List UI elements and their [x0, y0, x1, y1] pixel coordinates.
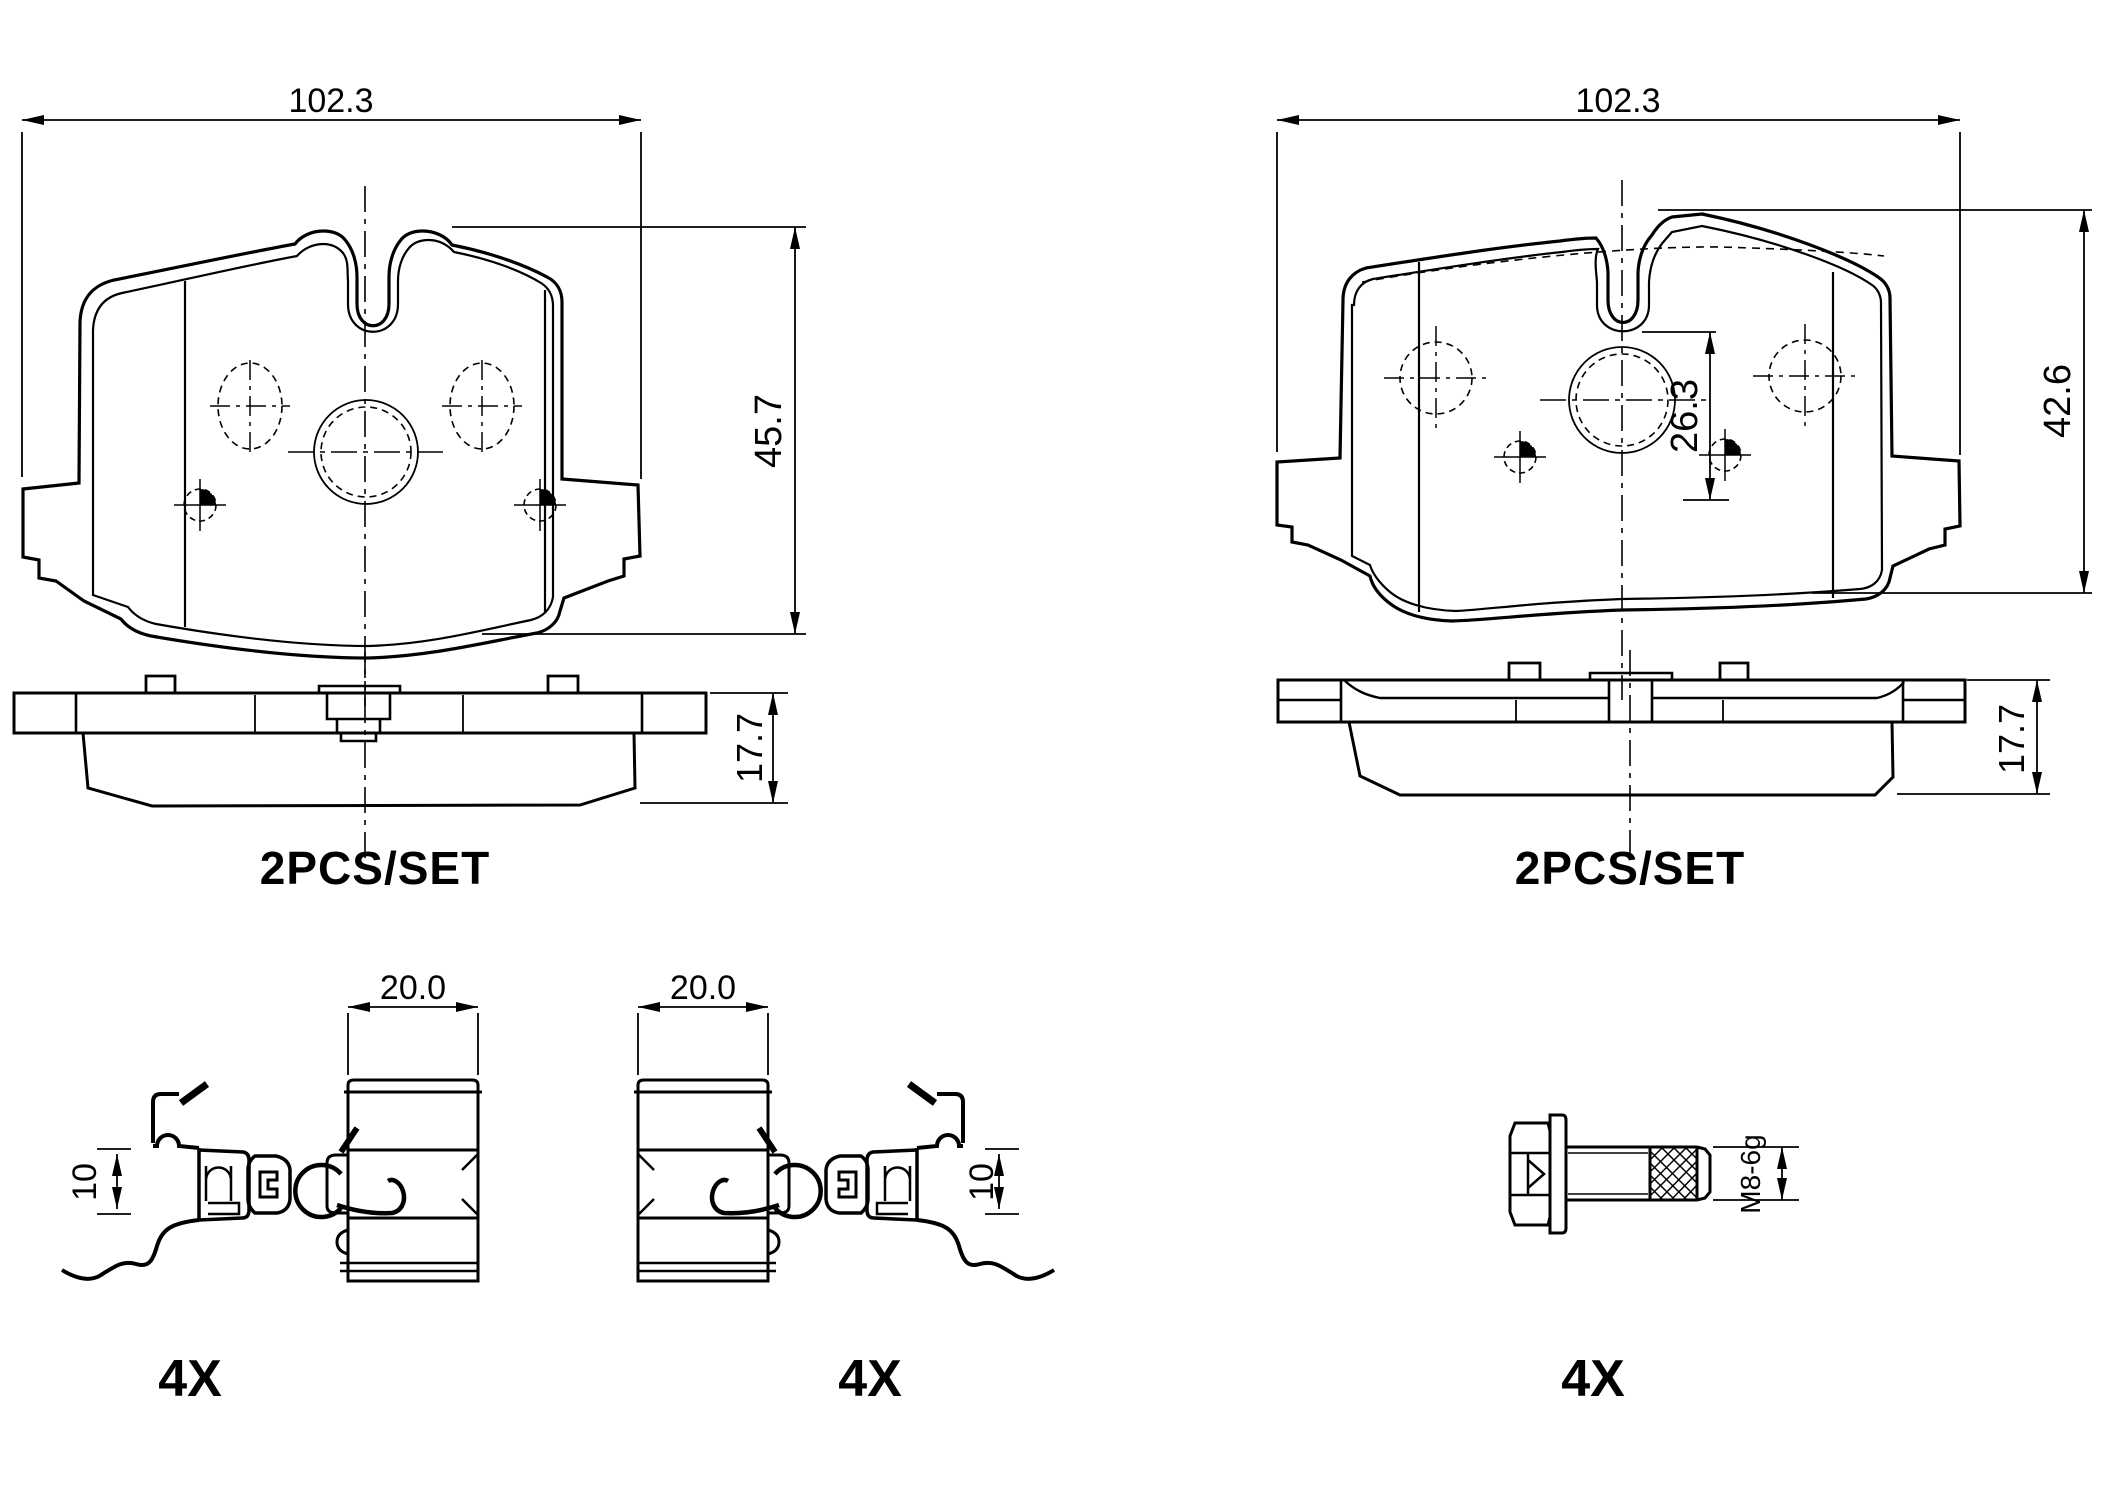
- clip-b-height-value: 10: [963, 1163, 1001, 1201]
- clip-a-width-value: 20.0: [380, 969, 446, 1007]
- plate-tabs: [144, 674, 580, 693]
- sensor-mount-right: [1588, 671, 1674, 722]
- right-pad-friction-outline: [1350, 224, 1884, 613]
- hole-crosshairs-right: [1384, 324, 1857, 430]
- dim-clip-width-graphics: [347, 1002, 479, 1075]
- hole-crosshairs: [210, 360, 522, 452]
- right-pad-thickness-value: 17.7: [1991, 704, 2032, 774]
- clip-a-quantity: 4X: [158, 1350, 222, 1408]
- left-pad-datum-left: [174, 479, 226, 531]
- right-pad-datum-right: [1699, 429, 1751, 481]
- clip-b-width-value: 20.0: [670, 969, 736, 1007]
- bolt-thread-minor-lines: [1568, 1152, 1648, 1195]
- left-pad-side-view: [12, 652, 708, 860]
- clip-spring-tail: [60, 1218, 200, 1281]
- right-pad-datum-left: [1494, 431, 1546, 483]
- right-pad-side-view: [1276, 650, 1967, 858]
- dim-right-pad-width: 102.3: [1276, 82, 1961, 455]
- dim-left-pad-height: 45.7: [452, 226, 806, 635]
- right-pad-height-value: 42.6: [2037, 364, 2079, 438]
- dim-bolt-thread: [1713, 1146, 1799, 1201]
- left-pad-outer-outline: [21, 229, 642, 660]
- bolt-head-facets: [1510, 1151, 1550, 1197]
- clip-chamfer-marks: [461, 1153, 479, 1216]
- right-set-label: 2PCS/SET: [1515, 842, 1745, 894]
- left-pad-height-value: 45.7: [748, 394, 790, 468]
- right-pad-offset-value: 26.3: [1664, 379, 1706, 453]
- clip-head: [246, 1154, 292, 1215]
- right-pad-friction-top-dashed: [1361, 246, 1885, 283]
- friction-material-profile: [81, 732, 637, 808]
- right-pad-chamfer-lines: [1417, 262, 1835, 612]
- backing-plate: [12, 691, 708, 735]
- left-pad-width-value: 102.3: [288, 82, 373, 120]
- plate-detail-lines: [254, 695, 464, 733]
- plate-end-dividers-right: [1278, 680, 1965, 722]
- dim-left-pad-width: 102.3: [21, 82, 642, 479]
- friction-material-profile-right: [1347, 721, 1895, 797]
- left-pad-friction-outline: [91, 238, 555, 648]
- clip-head-slot: [258, 1170, 279, 1199]
- wear-sensor-mount: [317, 684, 402, 743]
- dim-clip-height-graphics: [97, 1148, 131, 1215]
- clip-set-a-art: [60, 1002, 482, 1283]
- clip-b-quantity: 4X: [838, 1350, 902, 1408]
- dim-left-pad-thickness: 17.7: [640, 692, 788, 804]
- clip-wire-tick: [338, 1126, 360, 1154]
- bolt-knurl-hatch: [1649, 1146, 1698, 1201]
- plate-detail-lines-right: [1515, 700, 1724, 722]
- bolt-figure: [1508, 1113, 1799, 1235]
- plate-end-dividers: [74, 693, 644, 733]
- dim-right-pad-height: 42.6: [1658, 209, 2092, 594]
- left-set-label: 2PCS/SET: [260, 842, 490, 894]
- left-pad-datum-right: [514, 479, 566, 531]
- bolt-flange: [1548, 1113, 1568, 1235]
- bolt-thread-value: M8-6g: [1735, 1134, 1766, 1213]
- left-pad-thickness-value: 17.7: [729, 713, 770, 783]
- bolt-shaft: [1566, 1145, 1699, 1202]
- dim-right-pad-thickness: 17.7: [1897, 679, 2050, 795]
- clip-a-height-value: 10: [66, 1163, 104, 1201]
- bolt-quantity: 4X: [1561, 1350, 1625, 1408]
- bolt-tip: [1696, 1145, 1712, 1202]
- clip-side-view: [60, 1081, 292, 1281]
- plate-tabs-right: [1507, 661, 1750, 680]
- clip-set-b-art: [634, 1007, 1054, 1281]
- right-pad-width-value: 102.3: [1575, 82, 1660, 120]
- right-pad-front-view: [1275, 180, 1962, 700]
- left-pad-front-view: [21, 186, 642, 706]
- clip-wire-loop: [293, 1162, 407, 1220]
- plate-recess-curves: [1344, 680, 1905, 700]
- right-pad-outer-outline: [1275, 212, 1962, 623]
- dim-right-pad-offset: 26.3: [1642, 331, 1729, 501]
- left-pad-chamfer-lines: [183, 281, 547, 627]
- clip-arrow-tick: [178, 1081, 210, 1106]
- clip-front-view: [293, 1078, 482, 1283]
